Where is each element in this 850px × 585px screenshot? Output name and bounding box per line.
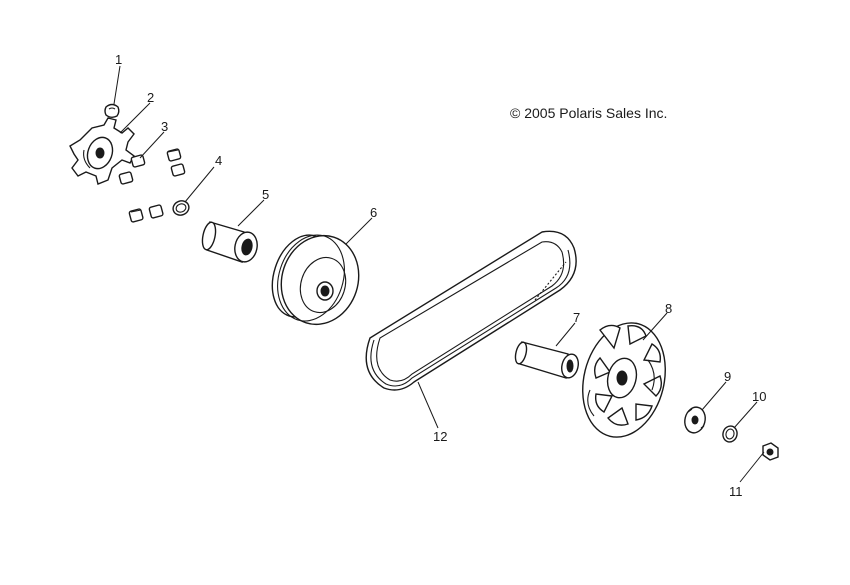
part-6-sheave xyxy=(271,234,360,326)
callout-numbers: 1 2 3 4 5 6 7 8 9 10 11 12 xyxy=(115,52,766,499)
part-10-o-ring xyxy=(722,425,738,443)
part-2-ramp-plate xyxy=(69,117,135,185)
callout-8: 8 xyxy=(665,301,672,316)
part-7-sleeve xyxy=(514,341,579,379)
part-4-o-ring xyxy=(172,200,190,216)
callout-12: 12 xyxy=(433,429,447,444)
callout-4: 4 xyxy=(215,153,222,168)
callout-9: 9 xyxy=(724,369,731,384)
copyright-text: © 2005 Polaris Sales Inc. xyxy=(510,105,667,121)
part-8-fan-sheave xyxy=(582,322,666,438)
part-12-drive-belt xyxy=(365,230,577,391)
callout-3: 3 xyxy=(161,119,168,134)
part-5-bushing xyxy=(201,221,258,263)
callout-7: 7 xyxy=(573,310,580,325)
part-11-nut xyxy=(762,442,779,461)
part-3-rollers xyxy=(118,148,186,223)
callout-10: 10 xyxy=(752,389,766,404)
part-9-washer xyxy=(684,406,706,434)
callout-6: 6 xyxy=(370,205,377,220)
callout-2: 2 xyxy=(147,90,154,105)
leader-lines xyxy=(113,65,765,483)
callout-11: 11 xyxy=(729,484,743,499)
callout-5: 5 xyxy=(262,187,269,202)
part-1-nut xyxy=(104,103,120,118)
callout-1: 1 xyxy=(115,52,122,67)
